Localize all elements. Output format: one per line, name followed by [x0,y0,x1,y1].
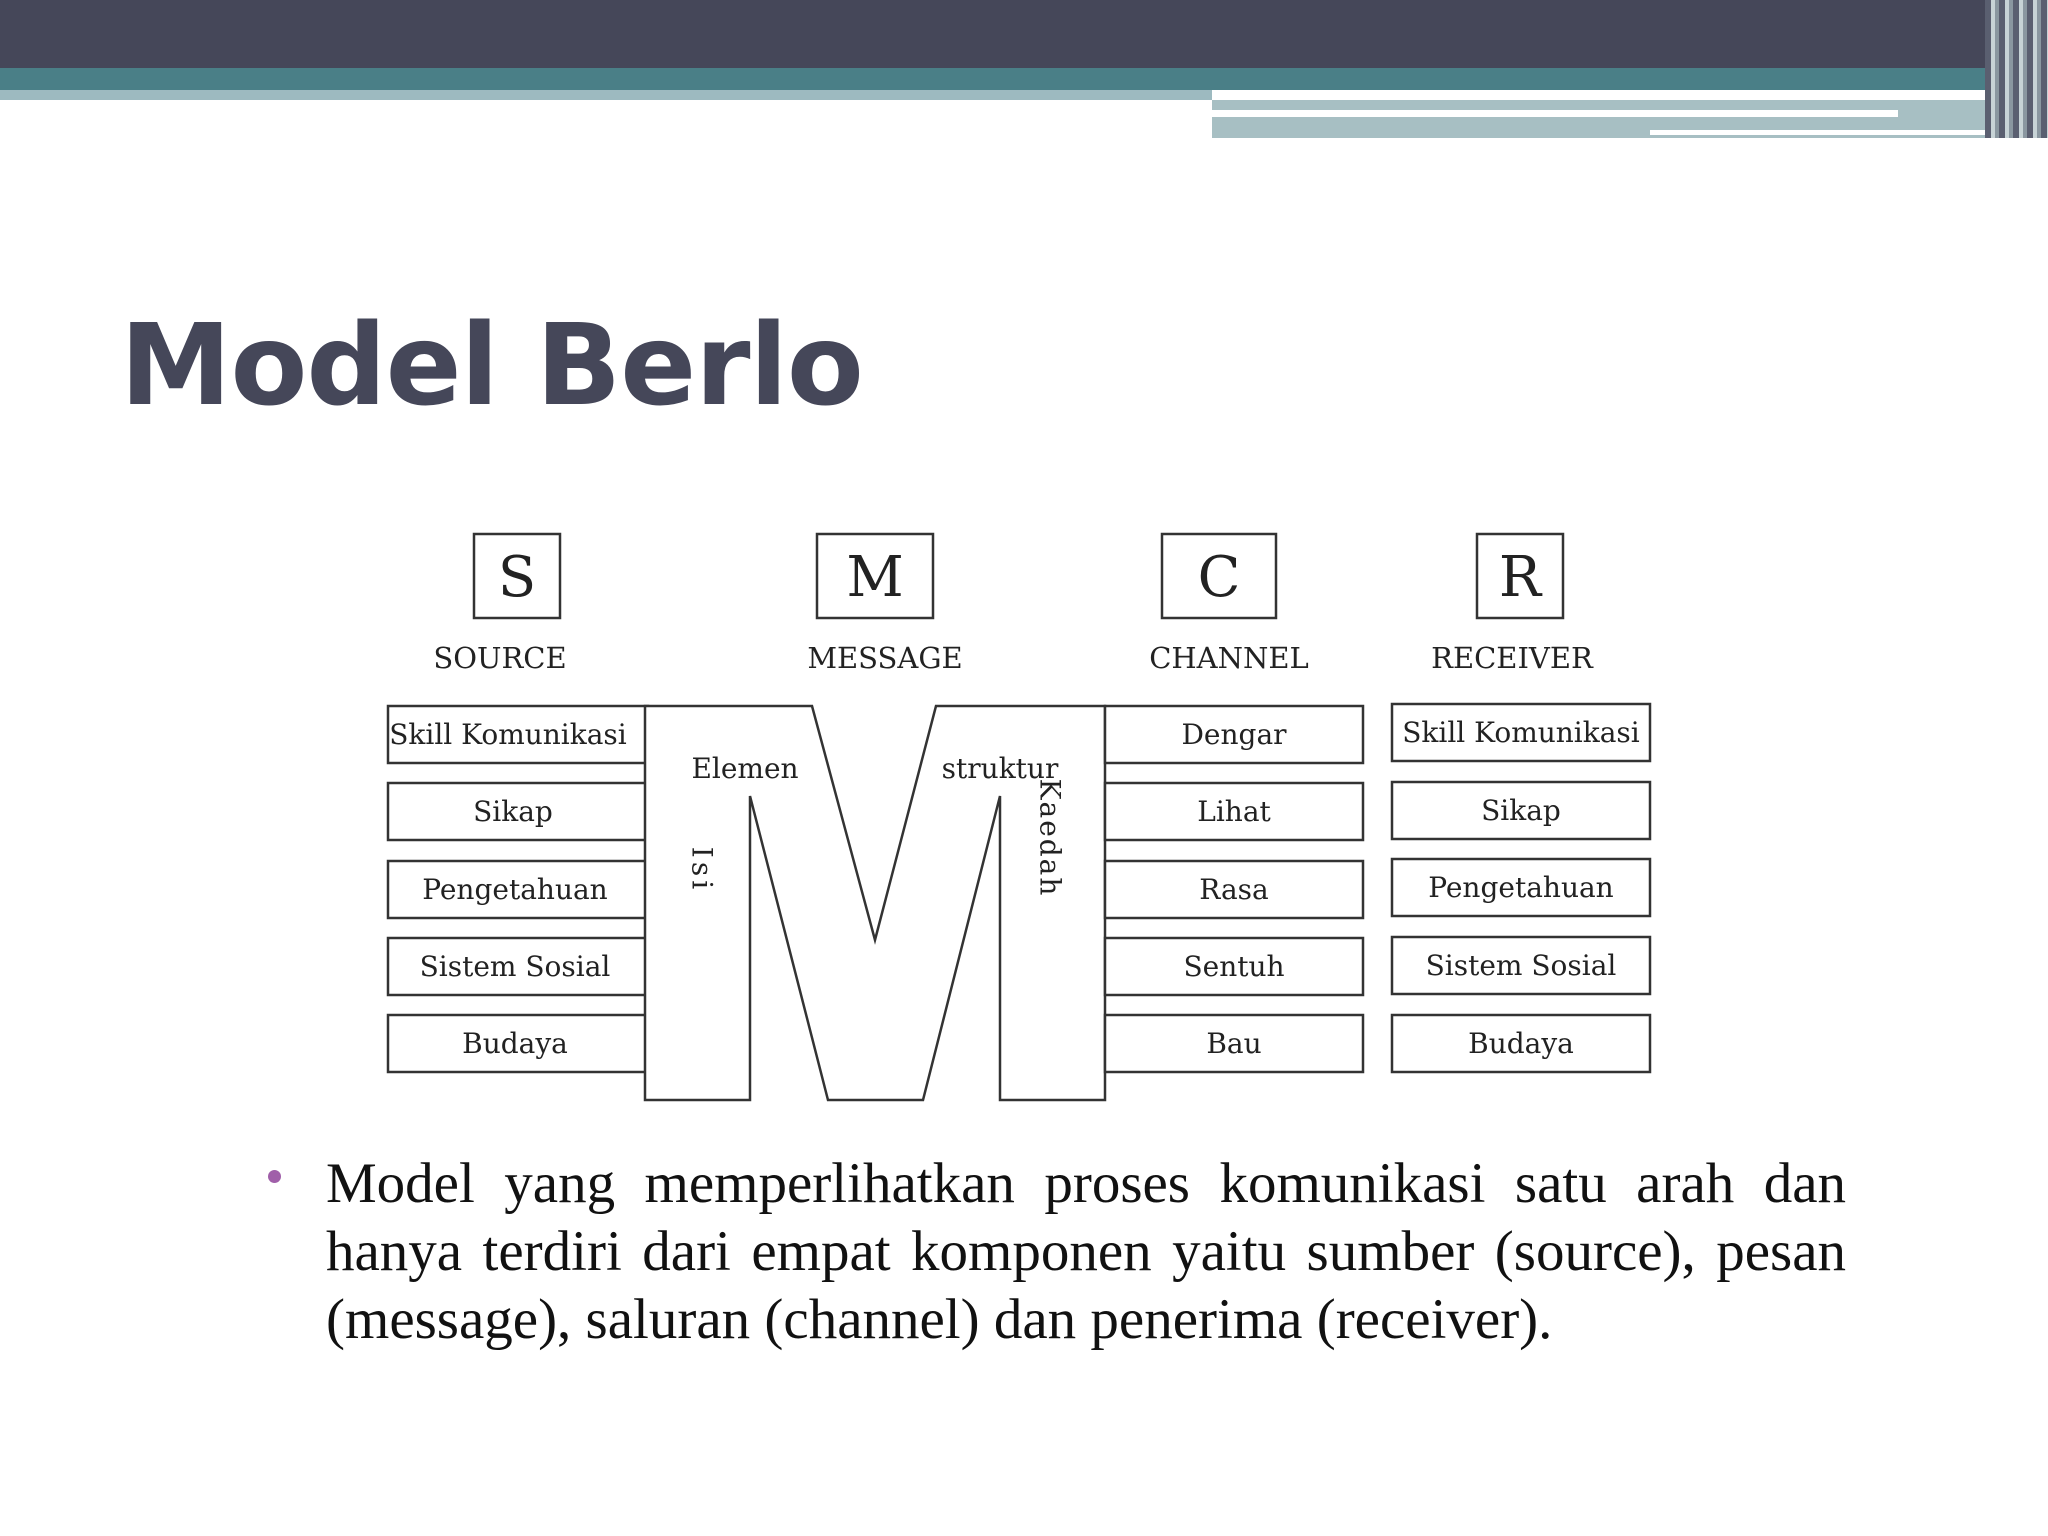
bullet-text: Model yang memperlihatkan proses komunik… [326,1152,1846,1351]
letter-box-s: S [472,532,562,620]
letter-r: R [1499,545,1543,610]
header-stripes [1985,0,2048,138]
header-dark-band [0,0,1995,68]
label-message: MESSAGE [807,641,962,675]
header-teal-band [0,68,1995,90]
bullet-item: Model yang memperlihatkan proses komunik… [268,1150,1846,1354]
message-struktur: struktur [942,752,1059,785]
source-item: Budaya [462,1027,568,1060]
receiver-items: Skill Komunikasi Sikap Pengetahuan Siste… [1390,702,1652,1074]
receiver-item: Budaya [1468,1027,1574,1060]
receiver-item: Sikap [1481,794,1561,827]
header-white-line [1212,110,1898,117]
source-item: Sikap [473,795,553,828]
letter-box-m: M [815,532,935,620]
smcr-diagram: S M C R SOURCE MESSAGE CHANNEL RECEIVER … [370,520,1680,1120]
letter-c: C [1198,545,1241,610]
message-isi: Isi [686,847,719,893]
letter-s: S [498,545,536,610]
bullet-dot-icon [268,1170,281,1183]
letter-box-c: C [1160,532,1278,620]
channel-item: Sentuh [1183,950,1284,983]
receiver-item: Skill Komunikasi [1402,716,1640,749]
source-item: Sistem Sosial [420,950,611,983]
letter-box-r: R [1475,532,1565,620]
channel-item: Lihat [1197,795,1271,828]
receiver-item: Sistem Sosial [1426,949,1617,982]
channel-item: Bau [1206,1027,1261,1060]
message-elemen: Elemen [691,752,798,785]
slide-title: Model Berlo [120,301,864,431]
header-white-line-2 [1650,130,1995,135]
channel-items: Dengar Lihat Rasa Sentuh Bau [1103,704,1365,1074]
message-kaedah: Kaedah [1034,779,1067,898]
source-item: Skill Komunikasi [389,718,627,751]
header-light-band-left [0,90,1212,100]
channel-item: Dengar [1181,718,1287,751]
source-item: Pengetahuan [422,873,607,906]
label-channel: CHANNEL [1149,641,1309,675]
label-receiver: RECEIVER [1431,641,1594,675]
receiver-item: Pengetahuan [1428,871,1613,904]
label-source: SOURCE [433,641,566,675]
channel-item: Rasa [1199,873,1268,906]
message-m-shape: Elemen struktur Isi Kaedah [643,704,1107,1102]
letter-m: M [846,545,903,610]
source-items: Skill Komunikasi Sikap Pengetahuan Siste… [386,704,650,1074]
